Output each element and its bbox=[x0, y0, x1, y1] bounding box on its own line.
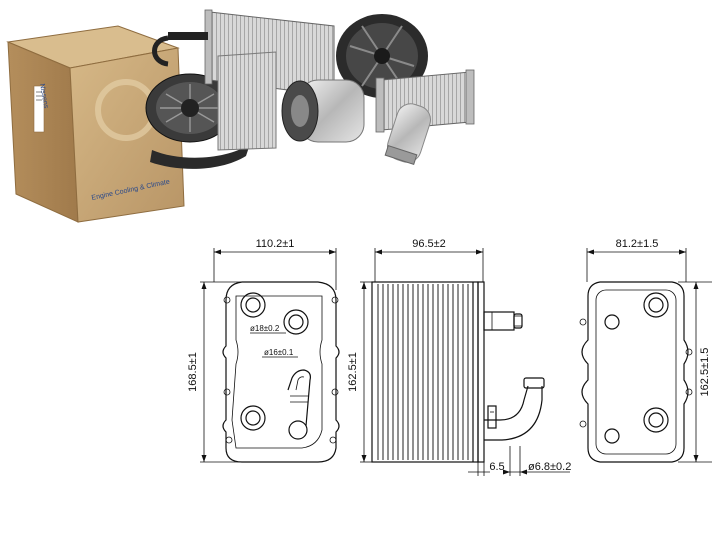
side-pipe-upper bbox=[483, 311, 515, 331]
radiator-fan bbox=[336, 14, 428, 98]
side-height-label: 162.5±1 bbox=[347, 352, 359, 392]
back-width-label: 81.2±1.5 bbox=[616, 238, 659, 250]
front-pipe bbox=[287, 369, 311, 427]
product-photo: Nissens Engine Cooling & Climate bbox=[6, 9, 475, 223]
back-bolt-bottom bbox=[604, 428, 620, 444]
back-bolt-top bbox=[604, 314, 620, 330]
technical-drawing: 110.2±1 168.5±1 bbox=[187, 238, 712, 476]
back-port-top bbox=[643, 292, 669, 318]
side-pipe-bend bbox=[484, 385, 529, 421]
front-body-outline bbox=[222, 281, 340, 463]
front-width-label: 110.2±1 bbox=[256, 238, 295, 250]
front-height-label: 168.5±1 bbox=[187, 352, 199, 392]
back-height-label: 162.5±1.5 bbox=[699, 348, 711, 397]
side-offset-label: 6.5 bbox=[489, 461, 504, 473]
front-port-top-left bbox=[240, 292, 266, 318]
box-brand-text: Nissens bbox=[38, 83, 49, 109]
back-view: 81.2±1.5 162.5±1.5 bbox=[579, 238, 712, 463]
evaporator bbox=[217, 51, 277, 151]
front-inner-plate bbox=[231, 295, 323, 449]
front-port-bottom bbox=[240, 405, 266, 431]
blower-motor bbox=[145, 73, 250, 169]
front-bore-2-label: ø16±0.1 bbox=[264, 348, 294, 357]
receiver-drier bbox=[384, 103, 431, 166]
front-bore-1-label: ø18±0.2 bbox=[250, 324, 280, 333]
side-width-label: 96.5±2 bbox=[412, 238, 446, 250]
front-view: 110.2±1 168.5±1 bbox=[187, 238, 340, 463]
ac-compressor bbox=[281, 79, 365, 143]
back-port-bottom bbox=[643, 407, 669, 433]
back-body-outline bbox=[581, 281, 689, 463]
front-port-top-right bbox=[283, 309, 309, 335]
side-view: 96.5±2 162.5±1 bbox=[347, 238, 571, 476]
side-pipe-label: ø6.8±0.2 bbox=[528, 461, 571, 473]
side-fins bbox=[377, 284, 469, 460]
